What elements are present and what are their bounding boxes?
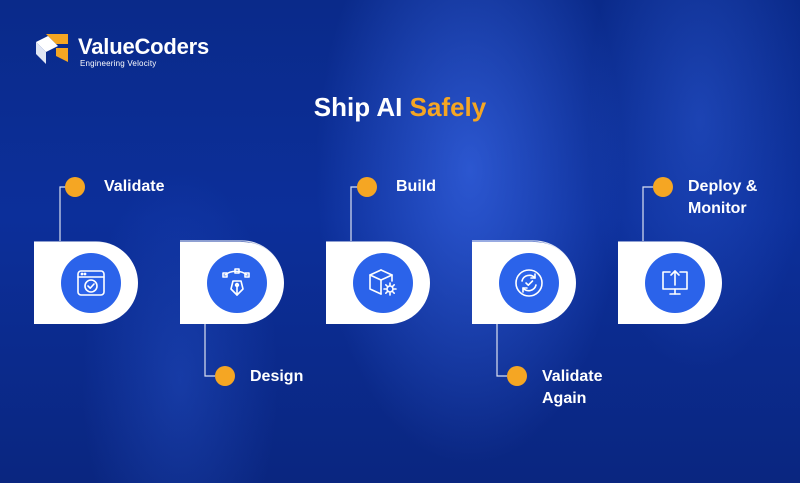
step-5-label-line2: Monitor — [688, 200, 747, 217]
step-4-label-line1: Validate — [542, 368, 603, 385]
valuecoders-logo-icon — [36, 34, 68, 64]
step-4-dot — [507, 366, 527, 386]
brand-logo: ValueCoders Engineering Velocity — [34, 30, 224, 70]
step-1-dot — [65, 177, 85, 197]
step-5-card — [618, 242, 722, 324]
step-3-icon-circle — [353, 253, 413, 313]
browser-check-icon — [77, 270, 105, 296]
step-1-icon-circle — [61, 253, 121, 313]
step-5-label: Deploy & Monitor — [688, 176, 757, 220]
page-title: Ship AI Safely — [0, 92, 800, 123]
step-3-label-line1: Build — [396, 178, 436, 195]
step-3-card — [326, 242, 430, 324]
step-2-card — [180, 242, 284, 324]
brand-name: ValueCoders — [78, 34, 210, 59]
step-2-icon-circle — [207, 253, 267, 313]
pen-tool-icon — [222, 268, 250, 296]
brand-tagline: Engineering Velocity — [80, 59, 157, 68]
monitor-upload-icon — [662, 270, 688, 295]
step-4-icon-circle — [499, 253, 559, 313]
step-3-dot — [357, 177, 377, 197]
title-highlight: Safely — [409, 92, 487, 122]
title-prefix: Ship AI — [313, 92, 403, 122]
step-3-label: Build — [396, 176, 436, 198]
step-2-dot — [215, 366, 235, 386]
step-5-dot — [653, 177, 673, 197]
step-2-label: Design — [250, 366, 303, 388]
step-5-icon-circle — [645, 253, 705, 313]
step-1-card — [34, 242, 138, 324]
step-4-label: Validate Again — [542, 366, 602, 410]
step-4-label-line2: Again — [542, 390, 587, 407]
refresh-check-icon — [515, 269, 543, 297]
cube-gear-icon — [369, 269, 397, 296]
step-1-label-line1: Validate — [104, 178, 165, 195]
step-1-label: Validate — [104, 176, 164, 198]
step-2-label-line1: Design — [250, 368, 304, 385]
step-4-card — [472, 242, 576, 324]
step-5-label-line1: Deploy & — [688, 178, 758, 195]
